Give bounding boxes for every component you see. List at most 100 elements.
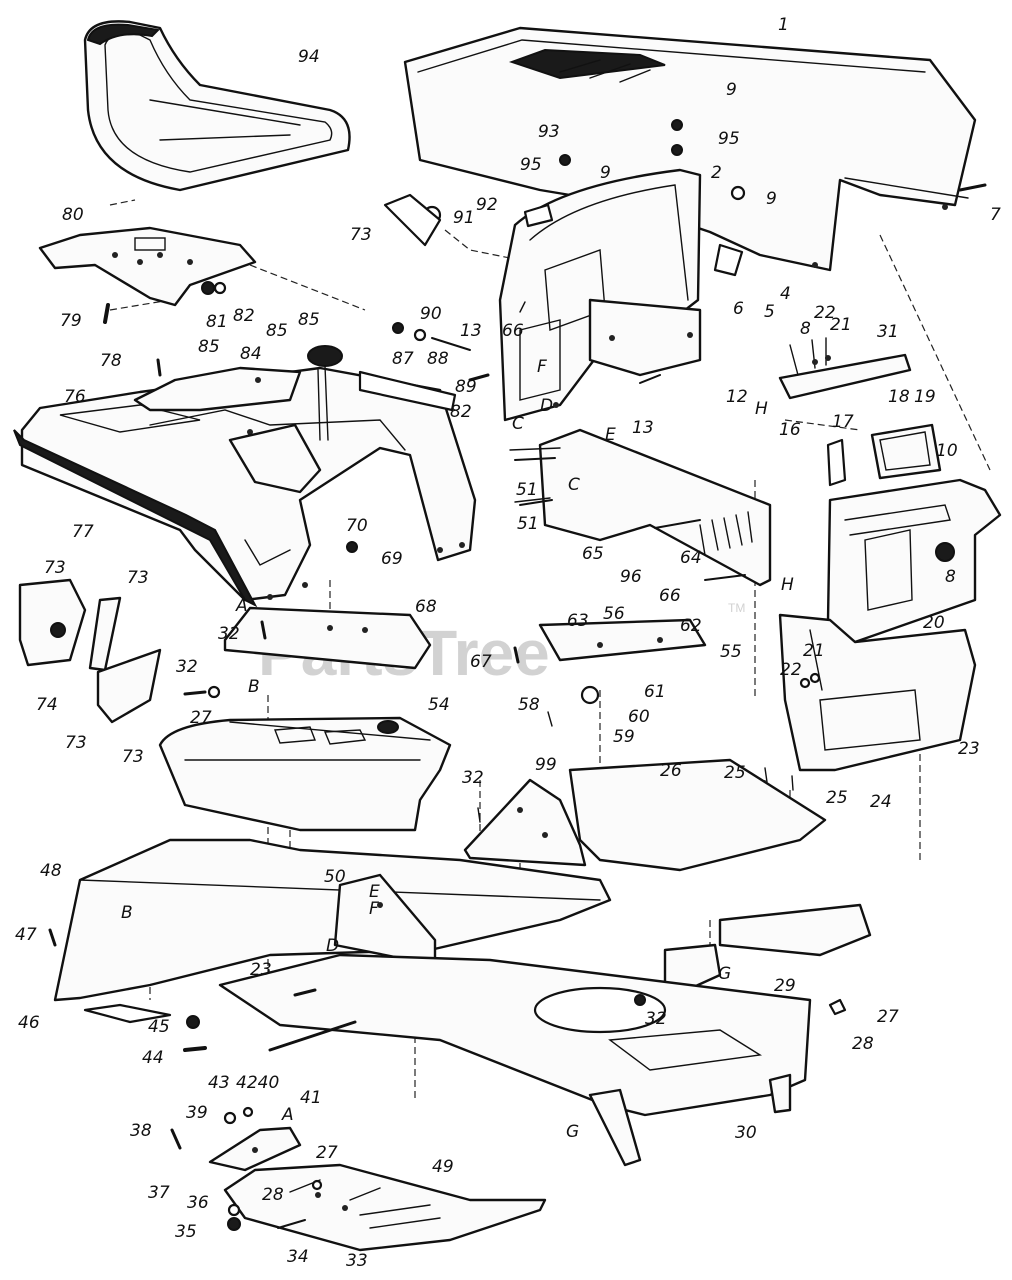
callout-label: 12	[726, 387, 748, 407]
callout-label: 64	[680, 548, 702, 568]
callout-label: 50	[324, 867, 346, 887]
callout-label: 46	[18, 1013, 40, 1033]
callout-label: 77	[72, 522, 94, 542]
callout-label: 9	[766, 189, 777, 209]
callout-label: 96	[620, 567, 642, 587]
callout-label: 32	[645, 1009, 667, 1029]
callout-label: 8	[800, 319, 811, 339]
callout-label: 73	[350, 225, 372, 245]
callout-label: 31	[877, 322, 899, 342]
callout-label: 22	[780, 660, 802, 680]
callout-label: 93	[538, 122, 560, 142]
callout-label: 51	[517, 514, 539, 534]
callout-label: C	[568, 475, 580, 495]
callout-label: 73	[122, 747, 144, 767]
callout-label: A	[281, 1105, 294, 1125]
callout-label: 81	[206, 312, 228, 332]
callout-label: A	[235, 596, 248, 616]
callout-label: 89	[455, 377, 477, 397]
footrest	[223, 1163, 547, 1252]
callout-label: 33	[346, 1251, 368, 1271]
callout-label: 10	[936, 441, 958, 461]
callout-label: 36	[187, 1193, 209, 1213]
callout-label: 21	[803, 641, 825, 661]
callout-label: 70	[346, 516, 368, 536]
callout-label: G	[718, 964, 731, 984]
callout-label: 73	[127, 568, 149, 588]
callout-label: E	[605, 425, 616, 445]
side-panel	[509, 428, 772, 587]
callout-label: E	[369, 882, 380, 902]
rod	[268, 1020, 357, 1052]
seat-bracket	[38, 226, 257, 307]
callout-label: 32	[218, 624, 240, 644]
callout-label: 28	[852, 1034, 874, 1054]
callout-label: 47	[15, 925, 37, 945]
callout-label: 9	[600, 163, 611, 183]
callout-label: 23	[250, 960, 272, 980]
callout-label: 88	[427, 349, 449, 369]
callout-label: 38	[130, 1121, 152, 1141]
callout-label: 44	[142, 1048, 164, 1068]
callout-label: 91	[453, 208, 475, 228]
callout-label: 69	[381, 549, 403, 569]
callout-label: 9	[726, 80, 737, 100]
callout-label: 21	[830, 315, 852, 335]
cover-plate	[223, 606, 432, 670]
callout-label: 27	[316, 1143, 338, 1163]
callout-label: G	[566, 1122, 579, 1142]
callout-label: B	[248, 677, 260, 697]
callout-label: 82	[233, 306, 255, 326]
callout-label: 85	[298, 310, 320, 330]
callout-label: 17	[832, 412, 854, 432]
callout-label: H	[781, 575, 794, 595]
callout-label: D	[540, 396, 553, 416]
callout-label: 80	[62, 205, 84, 225]
callout-label: F	[369, 899, 379, 919]
callout-label: 73	[65, 733, 87, 753]
small-bracket	[208, 1126, 302, 1172]
callout-label: 34	[287, 1247, 309, 1267]
callout-label: 76	[64, 387, 86, 407]
callout-label: 28	[262, 1185, 284, 1205]
callout-label: 51	[516, 480, 538, 500]
callout-label: 87	[392, 349, 414, 369]
callout-label: 41	[300, 1088, 322, 1108]
callout-label: 6	[733, 299, 744, 319]
hardware	[48, 119, 987, 1231]
callout-label: 35	[175, 1222, 197, 1242]
callout-label: 56	[603, 604, 625, 624]
callout-label: 49	[432, 1157, 454, 1177]
callout-label: 13	[460, 321, 482, 341]
callout-label: 24	[870, 792, 892, 812]
callout-label: 4240	[236, 1073, 279, 1093]
callout-label: 48	[40, 861, 62, 881]
callout-label: 66	[502, 321, 524, 341]
fuel-tank	[158, 716, 452, 832]
callout-label: 25	[724, 763, 746, 783]
callout-label: D	[326, 936, 339, 956]
callout-label: 2	[711, 163, 722, 183]
callout-label: 39	[186, 1103, 208, 1123]
dash-panel	[498, 168, 702, 422]
mount-bracket	[333, 873, 437, 967]
callout-label: 4	[780, 284, 791, 304]
small-plate	[538, 618, 707, 662]
callout-label: 26	[660, 761, 682, 781]
callout-label: 55	[720, 642, 742, 662]
hood	[403, 26, 977, 272]
callout-label: 45	[148, 1017, 170, 1037]
callout-label: 22	[814, 303, 836, 323]
callout-label: B	[121, 903, 133, 923]
callout-label: 61	[644, 682, 666, 702]
fender-brackets	[133, 366, 322, 494]
callout-label: 66	[659, 586, 681, 606]
callout-label: 79	[60, 311, 82, 331]
callout-label: 67	[470, 652, 492, 672]
upper-deck	[463, 758, 827, 872]
control-levers	[18, 578, 162, 724]
callout-label: 60	[628, 707, 650, 727]
callout-label: 65	[582, 544, 604, 564]
headlight	[826, 423, 942, 487]
grille-upper	[826, 478, 1002, 644]
